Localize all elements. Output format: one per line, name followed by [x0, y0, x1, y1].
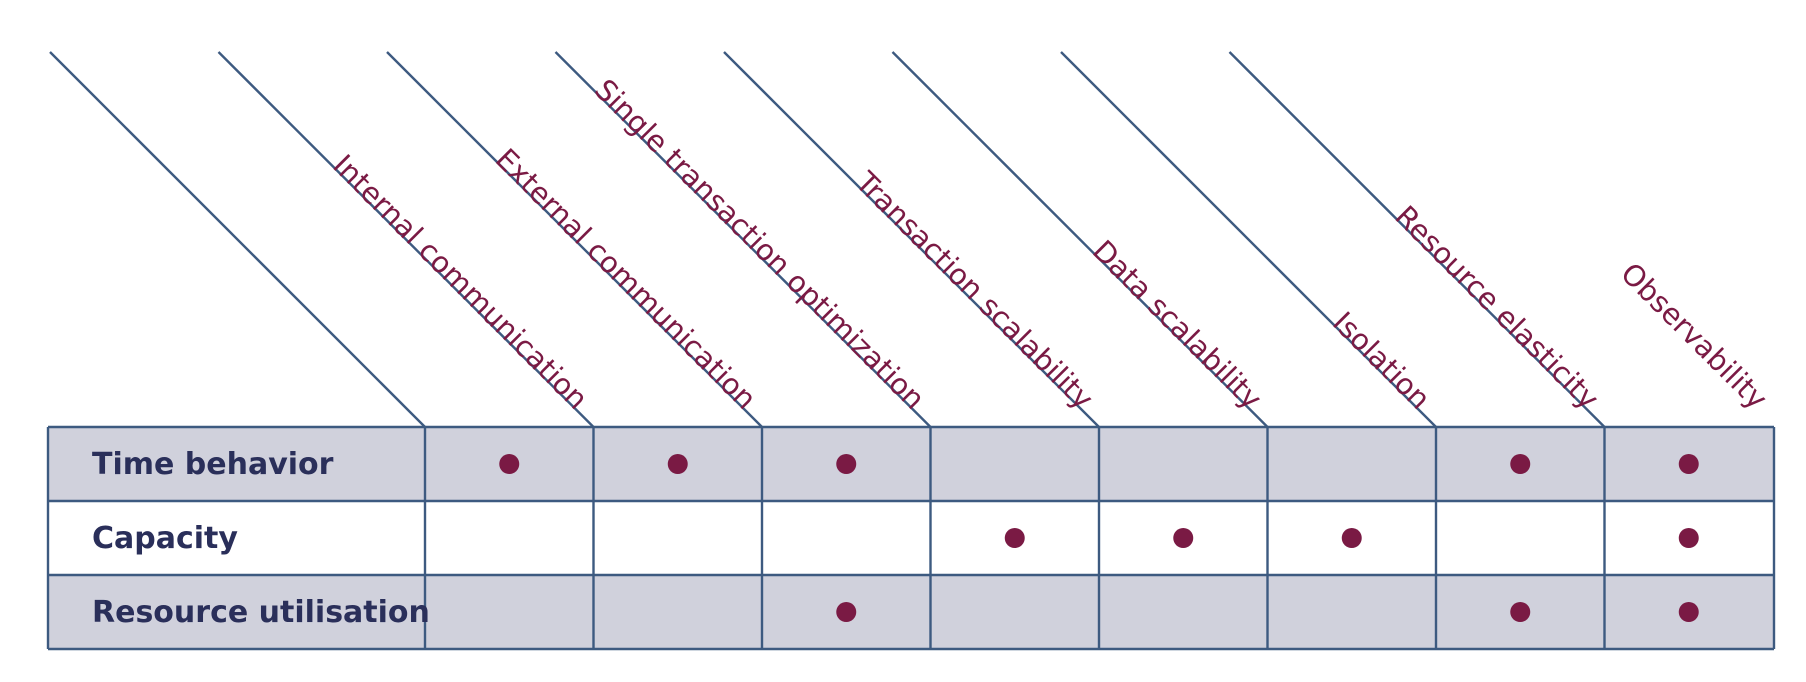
table-grid: [46, 425, 1776, 651]
mark-dot: [1510, 602, 1531, 622]
mark-dot: [1678, 454, 1699, 474]
row-backgrounds: [48, 427, 1774, 649]
mark-dot: [1510, 454, 1531, 474]
diagonal-line: [217, 51, 595, 428]
row-label: Resource utilisation: [92, 595, 430, 630]
column-label: Data scalability: [1086, 233, 1269, 416]
row-label: Capacity: [92, 521, 238, 556]
diagonal-line: [49, 51, 426, 428]
diagonal-header-lines: [49, 51, 1606, 428]
diagonal-line: [891, 51, 1269, 428]
row-label: Time behavior: [92, 447, 334, 482]
row-background: [48, 575, 1774, 649]
diagonal-line: [1228, 51, 1606, 428]
mark-dot: [836, 602, 857, 622]
column-label: Observability: [1614, 256, 1774, 416]
mark-dot: [499, 454, 520, 474]
row-background: [48, 427, 1774, 501]
diagonal-line: [386, 51, 763, 428]
row-background: [48, 501, 1774, 575]
mark-dot: [667, 454, 688, 474]
mark-dot: [1678, 528, 1699, 548]
mark-dot: [1678, 602, 1699, 622]
mark-dot: [1341, 528, 1362, 548]
column-label: Single transaction optimization: [588, 72, 932, 416]
diagonal-line: [723, 51, 1100, 428]
column-label: Isolation: [1326, 305, 1437, 416]
diagonal-line: [554, 51, 932, 428]
mark-dot: [836, 454, 857, 474]
mark-dot: [1004, 528, 1025, 548]
diagonal-line: [1060, 51, 1437, 428]
marks: [499, 454, 1699, 622]
mark-dot: [1173, 528, 1194, 548]
